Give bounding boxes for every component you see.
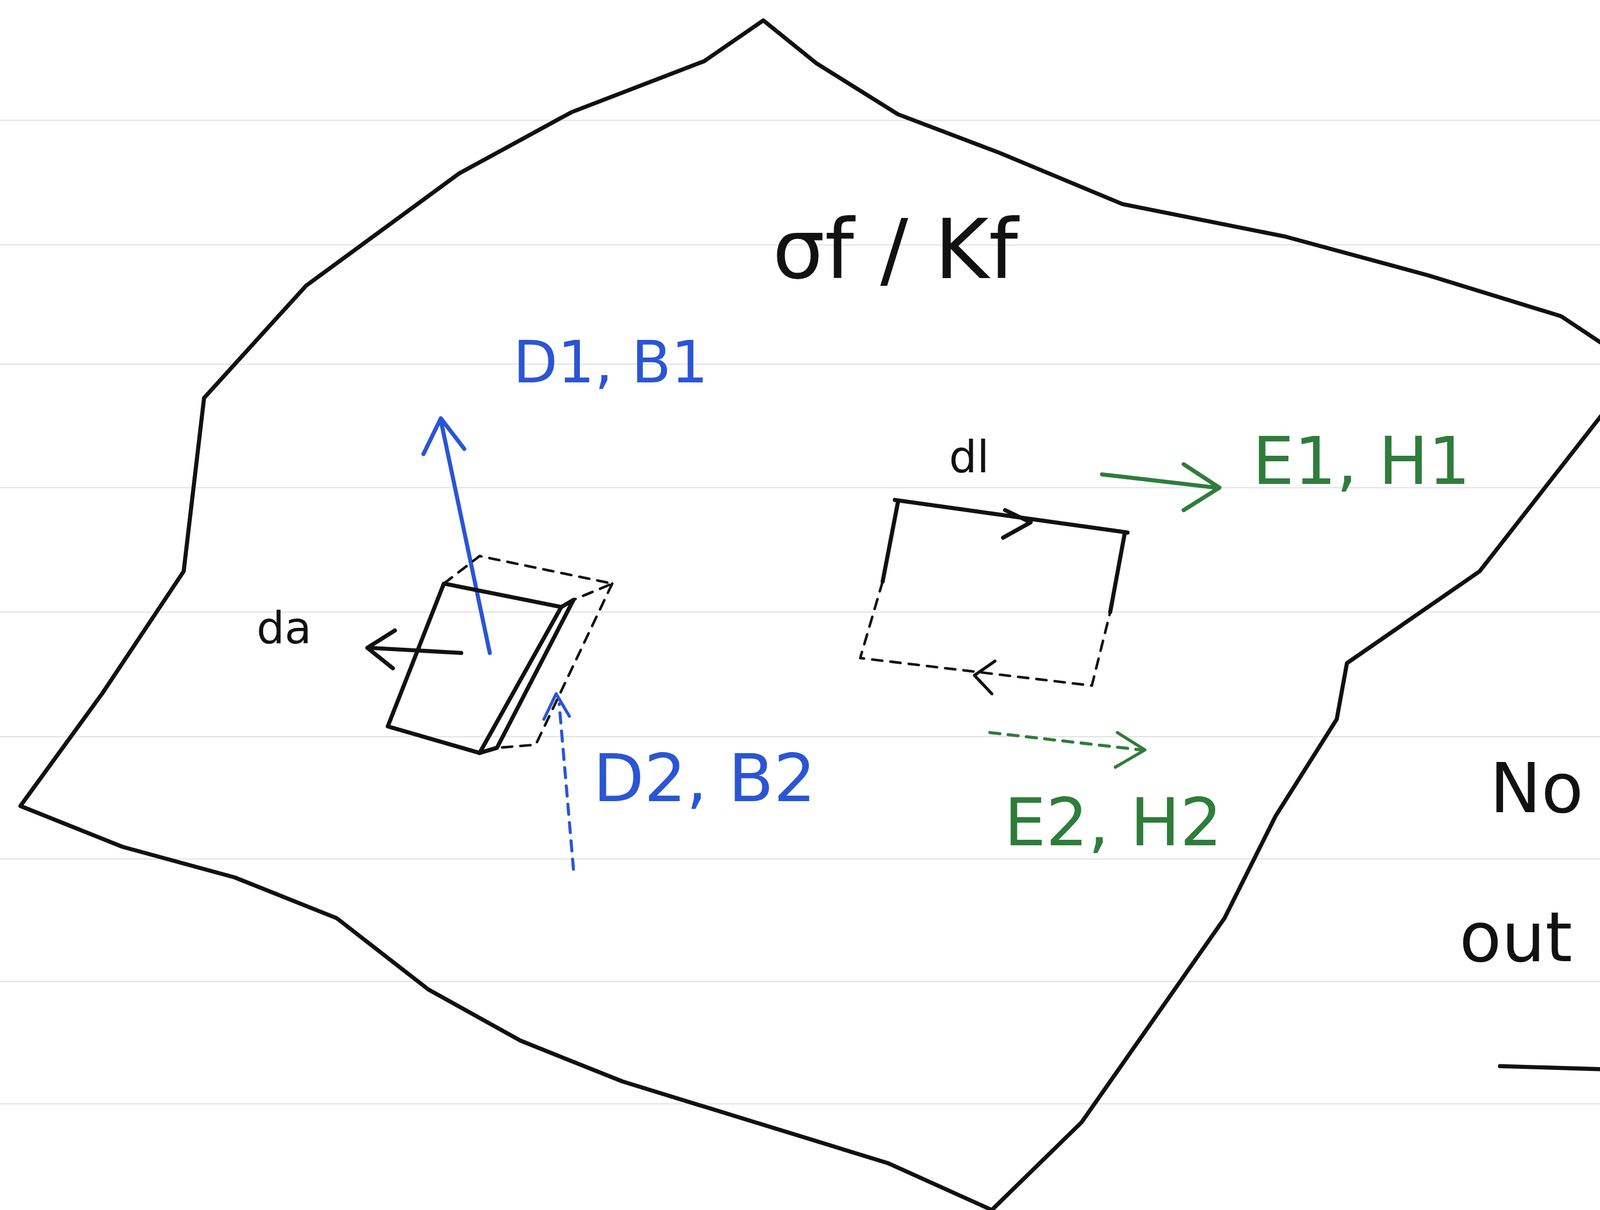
ruled-line bbox=[0, 980, 1600, 983]
d2-arrow bbox=[559, 704, 574, 870]
ruled-line bbox=[0, 363, 1600, 365]
ruled-line bbox=[0, 736, 1600, 738]
note-text: out bbox=[1459, 899, 1573, 976]
pillbox-side bbox=[479, 599, 574, 753]
pillbox-front bbox=[387, 583, 562, 754]
field-label: E1, H1 bbox=[1252, 424, 1471, 498]
surface-outline bbox=[20, 20, 1600, 1210]
surface-density-label: σf / Kf bbox=[772, 204, 1018, 296]
ruled-line bbox=[0, 858, 1600, 860]
ruled-line bbox=[0, 119, 1600, 121]
e1-arrow bbox=[1101, 464, 1220, 510]
e2-arrowhead bbox=[1115, 732, 1145, 768]
d2-arrowhead bbox=[544, 693, 570, 719]
line-element-label: dl bbox=[948, 433, 990, 482]
pillbox-back bbox=[444, 556, 613, 749]
e2-arrow bbox=[989, 732, 1141, 750]
loop-dashed bbox=[860, 581, 1111, 686]
ruled-line bbox=[0, 1103, 1600, 1105]
d1-arrow bbox=[423, 418, 490, 653]
ruled-line bbox=[0, 611, 1600, 613]
loop-sides bbox=[882, 502, 1125, 613]
field-label: D2, B2 bbox=[593, 742, 816, 815]
edge-arrow bbox=[1500, 1065, 1600, 1070]
field-label: E2, H2 bbox=[1004, 786, 1223, 860]
da-arrow bbox=[367, 630, 462, 669]
note-text: No bbox=[1489, 750, 1584, 827]
area-element-label: da bbox=[256, 604, 312, 653]
notebook-lines bbox=[0, 120, 1600, 1104]
loop-bottom-head bbox=[974, 660, 995, 694]
loop-top bbox=[894, 499, 1128, 538]
field-label: D1, B1 bbox=[513, 331, 708, 396]
